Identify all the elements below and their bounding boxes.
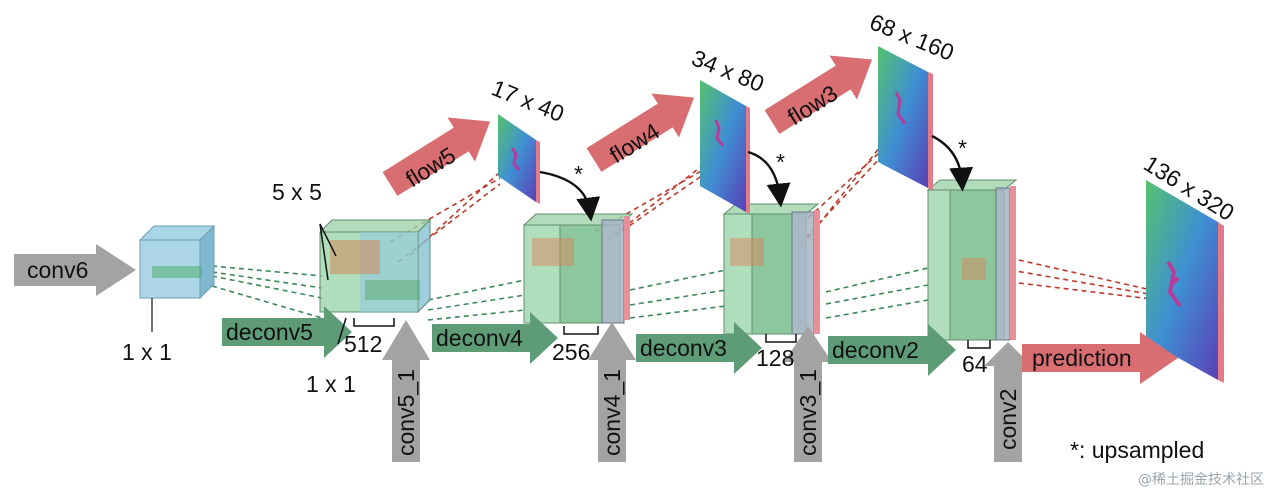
channels-64: 64 [962, 351, 988, 377]
channels-128: 128 [756, 345, 794, 371]
conv4_1-label: conv4_1 [599, 369, 625, 456]
watermark: @稀土掘金技术社区 [1138, 472, 1264, 488]
deconv2-label: deconv2 [832, 337, 919, 363]
conv6-size-label: 1 x 1 [122, 339, 172, 365]
deconv3-arrow [636, 322, 762, 374]
deconv2-arrow [828, 324, 956, 376]
deconv5-arrow [222, 306, 352, 358]
conv2-arrow [984, 342, 1032, 462]
conv4_1-arrow [588, 322, 636, 462]
flow4-arrow [586, 93, 695, 172]
flow-map-68x160 [878, 46, 933, 190]
upsample-mark-3: * [958, 135, 967, 161]
kernel-label: 5 x 5 [272, 179, 322, 205]
conv3_1-arrow [784, 326, 832, 462]
upsample-arrows [539, 134, 974, 222]
block-deconv5 [318, 218, 432, 314]
conv5_1-label: conv5_1 [393, 369, 419, 456]
deconv5-label: deconv5 [226, 319, 313, 345]
prediction-label: prediction [1032, 345, 1132, 371]
conv6-arrow [14, 244, 136, 296]
upsample-mark-1: * [574, 161, 583, 187]
upsample-mark-2: * [776, 149, 785, 175]
flow-map-17x40 [498, 114, 540, 204]
conv2-label: conv2 [995, 389, 1021, 450]
deconv4-arrow [432, 312, 558, 364]
deconv4-label: deconv4 [436, 325, 523, 351]
block-deconv2 [926, 179, 1018, 341]
flow3-arrow [764, 55, 873, 134]
conv6-cube [138, 224, 216, 332]
prediction-arrow [1022, 332, 1178, 384]
legend-text: *: upsampled [1070, 437, 1204, 463]
channels-512: 512 [344, 331, 382, 357]
flow5-arrow [382, 117, 491, 196]
flow-map-136x320 [1146, 180, 1224, 383]
block-deconv3 [722, 203, 820, 335]
channel-brackets [319, 223, 991, 349]
channels-256: 256 [552, 339, 590, 365]
conv3_1-label: conv3_1 [795, 369, 821, 456]
flow-map-34x80 [700, 80, 750, 214]
block-deconv4 [522, 213, 634, 324]
conv5_1-arrow [382, 320, 430, 462]
block-size-label: 1 x 1 [306, 371, 356, 397]
deconv3-label: deconv3 [640, 335, 727, 361]
conv6-label: conv6 [27, 257, 88, 283]
